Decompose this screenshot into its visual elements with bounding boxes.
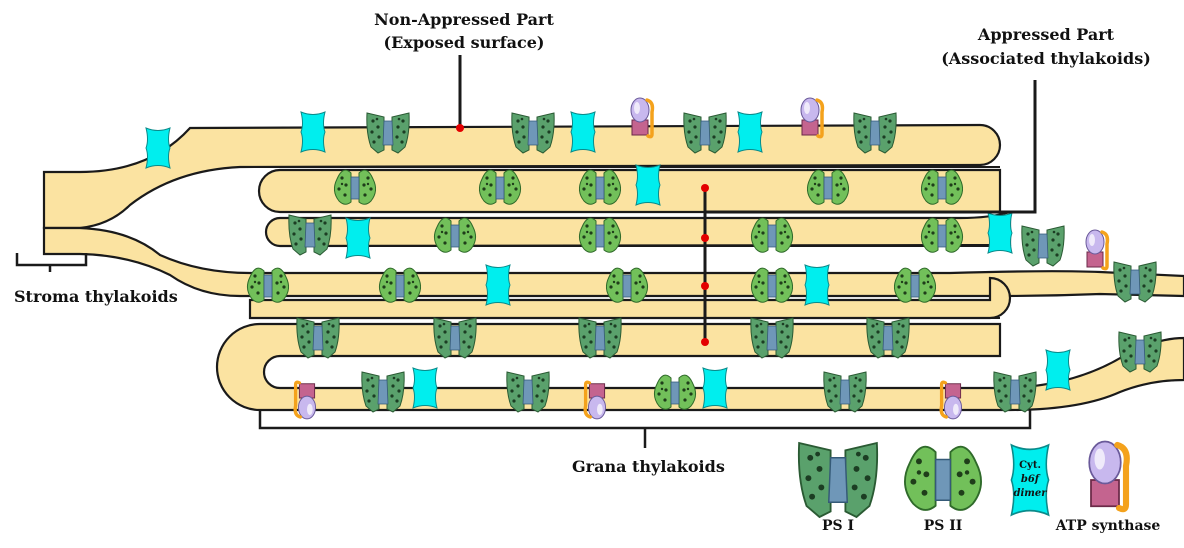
legend-psi-label: PS I xyxy=(822,518,854,534)
appressed-marker xyxy=(701,80,1037,346)
cytb6f-complex xyxy=(987,212,1013,254)
marker-dot xyxy=(701,282,709,290)
legend-atp-icon xyxy=(1089,442,1127,510)
atp-synthase xyxy=(1084,228,1110,271)
marker-dot xyxy=(701,234,709,242)
legend-cyt-label-1: Cyt. xyxy=(1019,460,1041,471)
cytb6f-complex xyxy=(345,217,371,259)
psi-complex xyxy=(1113,261,1157,303)
cytb6f-complex xyxy=(635,164,661,206)
cytb6f-complex xyxy=(412,367,438,409)
appressed-label-2: (Associated thylakoids) xyxy=(941,49,1151,68)
grana-bracket xyxy=(258,410,1032,448)
psii-complex xyxy=(653,374,697,410)
cytb6f-complex xyxy=(300,111,326,153)
legend: PS I PS II Cyt. b6f dimer ATP synthase xyxy=(797,442,1161,534)
legend-psii-label: PS II xyxy=(924,518,963,534)
non-appressed-pointer xyxy=(456,55,464,132)
non-appressed-label-1: Non-Appressed Part xyxy=(374,10,554,29)
non-appressed-label-2: (Exposed surface) xyxy=(384,33,545,52)
grana-disc-3 xyxy=(264,210,1012,248)
grana-thylakoids-label: Grana thylakoids xyxy=(572,457,725,476)
appressed-label-1: Appressed Part xyxy=(977,25,1115,44)
cytb6f-complex xyxy=(485,264,511,306)
marker-dot xyxy=(456,124,464,132)
legend-cyt-label-2: b6f xyxy=(1021,474,1041,485)
grana-disc-4 xyxy=(248,276,1012,320)
cytb6f-complex xyxy=(702,367,728,409)
grana-disc-bottom xyxy=(215,322,1184,412)
cytb6f-complex xyxy=(804,264,830,306)
cytb6f-complex xyxy=(570,111,596,153)
legend-psi-icon xyxy=(797,442,879,518)
marker-dot xyxy=(701,338,709,346)
legend-atp-label: ATP synthase xyxy=(1055,518,1161,534)
marker-dot xyxy=(701,184,709,192)
legend-cyt-label-3: dimer xyxy=(1013,488,1047,499)
stroma-thylakoids-label: Stroma thylakoids xyxy=(14,287,178,306)
cytb6f-complex xyxy=(145,127,171,169)
psi-complex xyxy=(1021,225,1065,267)
cytb6f-complex xyxy=(1045,349,1071,391)
stroma-bracket xyxy=(15,253,88,272)
legend-psii-icon xyxy=(904,445,982,511)
cytb6f-complex xyxy=(737,111,763,153)
